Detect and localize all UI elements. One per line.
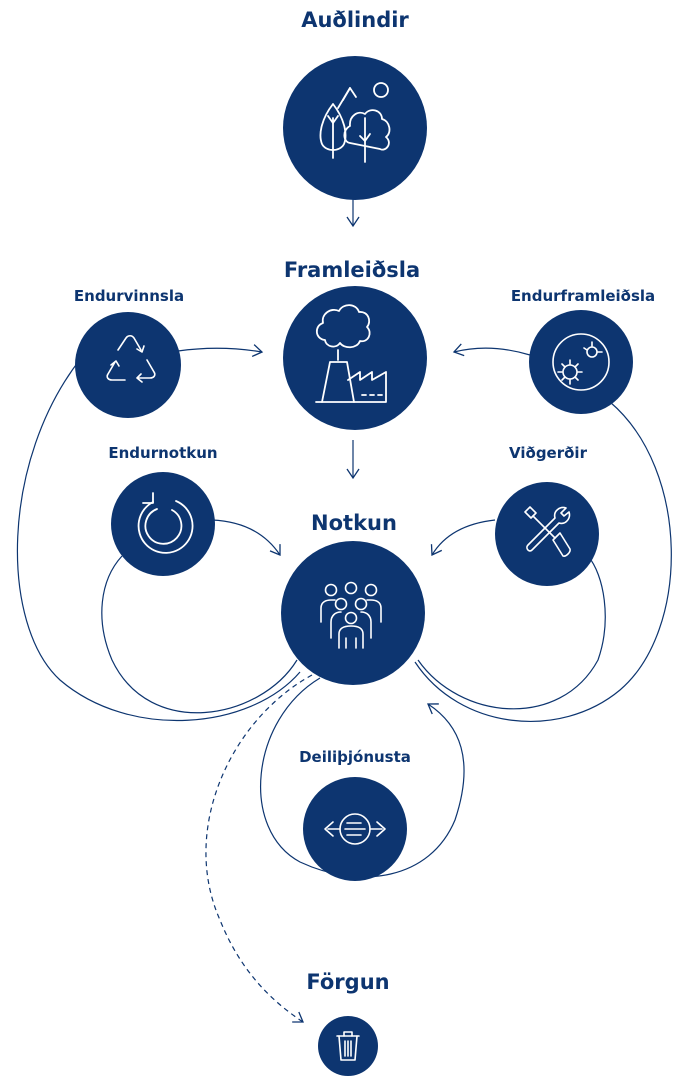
label-framleidsla: Framleiðsla (283, 258, 421, 282)
node-endurvinnsla (75, 312, 181, 418)
node-forgun (318, 1016, 378, 1076)
node-deilithjonusta (303, 777, 407, 881)
arrow-vidgerdir-notkun (430, 519, 496, 557)
repair-tools-icon (524, 506, 571, 557)
label-audlindir: Auðlindir (301, 8, 409, 32)
label-notkun: Notkun (311, 511, 397, 535)
node-framleidsla (283, 286, 427, 430)
nature-icon (319, 82, 391, 163)
arrow-endurframleidsla-framleidsla (452, 343, 531, 357)
trash-icon (336, 1031, 360, 1061)
arrow-endurnotkun-notkun (211, 519, 281, 556)
people-icon (320, 581, 382, 649)
recycle-icon (106, 334, 156, 383)
node-endurnotkun (111, 472, 215, 576)
node-audlindir (283, 56, 427, 200)
arrow-endurvinnsla-framleidsla (177, 344, 264, 358)
sharing-icon (324, 813, 386, 845)
loop-notkun-endurnotkun (101, 555, 298, 714)
label-forgun: Förgun (306, 970, 390, 994)
loop-notkun-vidgerdir (417, 555, 606, 710)
loop-notkun-endurvinnsla (16, 356, 301, 722)
label-endurvinnsla: Endurvinnsla (73, 287, 185, 305)
reuse-arrow-icon (137, 492, 194, 554)
label-deilithjonusta: Deiliþjónusta (299, 748, 411, 766)
node-vidgerdir (495, 482, 599, 586)
node-notkun (281, 541, 425, 685)
arrow-notkun-forgun (205, 674, 313, 1023)
gears-icon (552, 333, 610, 391)
label-endurframleidsla: Endurframleiðsla (510, 287, 656, 305)
node-endurframleidsla (529, 310, 633, 414)
label-endurnotkun: Endurnotkun (108, 444, 218, 462)
factory-icon (315, 304, 387, 403)
loop-notkun-endurframleidsla (414, 401, 672, 722)
label-vidgerdir: Viðgerðir (509, 444, 587, 462)
